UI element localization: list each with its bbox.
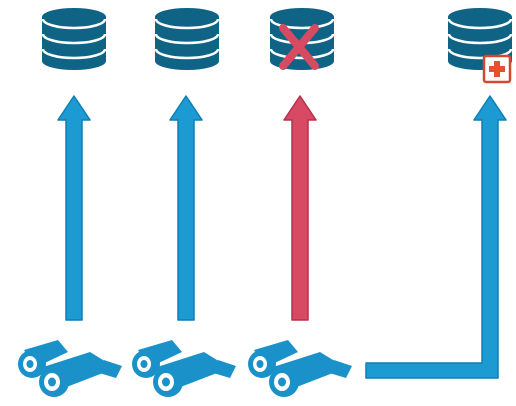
arrow-up-2: [169, 95, 203, 321]
arrow-up-1: [57, 95, 91, 321]
plus-badge-icon: [482, 54, 512, 84]
binoculars-icon: [18, 340, 122, 397]
elbow-arrow: [365, 95, 507, 379]
binoculars-icon: [248, 340, 352, 397]
database-icon: [154, 8, 220, 70]
database-icon: [447, 8, 513, 70]
binoculars-icon: [132, 340, 236, 397]
database-icon: [41, 8, 107, 70]
x-mark-icon: [279, 24, 319, 70]
arrow-up-3-failed: [283, 95, 317, 321]
